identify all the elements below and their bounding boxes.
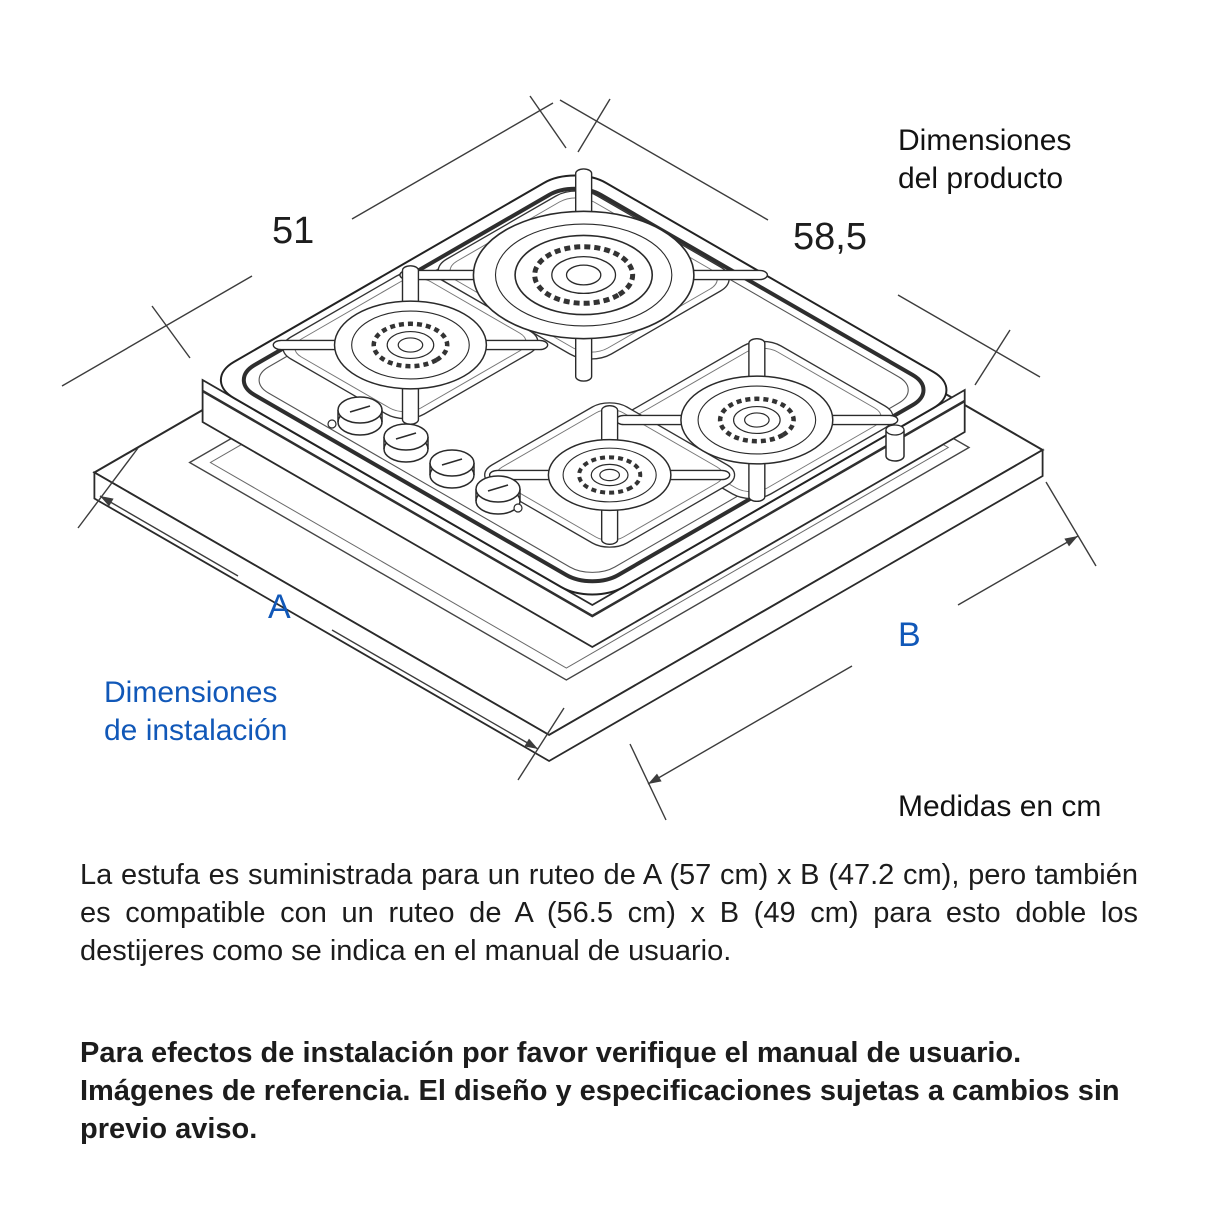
product-dimensions-label: Dimensiones del producto [898,124,1072,195]
depth-dimension-value: 58,5 [793,216,867,258]
cooktop-body-seam [203,391,965,616]
extension-line [530,96,566,148]
arrowhead [100,496,114,507]
knob-screw [514,504,522,512]
arrowhead [648,773,662,784]
burner-medium-right [649,358,864,482]
dim-line-b [630,482,1096,820]
cooktop-diagram [0,0,1214,846]
extension-line [518,708,564,780]
burner-large [428,185,740,365]
dim-line-width-51 [62,96,566,386]
cooktop-surface [116,63,1121,643]
units-note: Medidas en cm [898,790,1102,823]
routing-note-paragraph: La estufa es suministrada para un ruteo … [80,859,1138,967]
extension-line [975,330,1010,385]
knob-screw [328,420,336,428]
arrowhead [524,738,538,749]
countertop-thickness [94,450,1042,761]
dim-a-label: A [268,588,291,626]
dim-b-label: B [898,616,921,654]
control-knob [338,397,382,435]
arrowhead [1064,536,1078,547]
extension-line [630,744,666,820]
burner-medium-left [303,283,518,407]
disclaimer-paragraph: Para efectos de instalación por favor ve… [80,1037,1120,1145]
extension-line [578,99,610,152]
dim-line-a [78,448,564,780]
install-dimensions-label: Dimensiones de instalación [104,676,288,747]
control-knob [476,476,520,514]
extension-line [78,448,138,528]
control-knob [384,424,428,462]
extension-line [1046,482,1096,566]
dimension-lines [62,96,1096,820]
gas-inlet [886,425,904,461]
burner-small [523,425,696,525]
control-knob [430,450,474,488]
extension-line [152,306,190,358]
dim-line-depth-585 [560,99,1040,385]
width-dimension-value: 51 [272,210,315,252]
cooktop-body [203,380,965,647]
control-knobs [328,397,522,514]
